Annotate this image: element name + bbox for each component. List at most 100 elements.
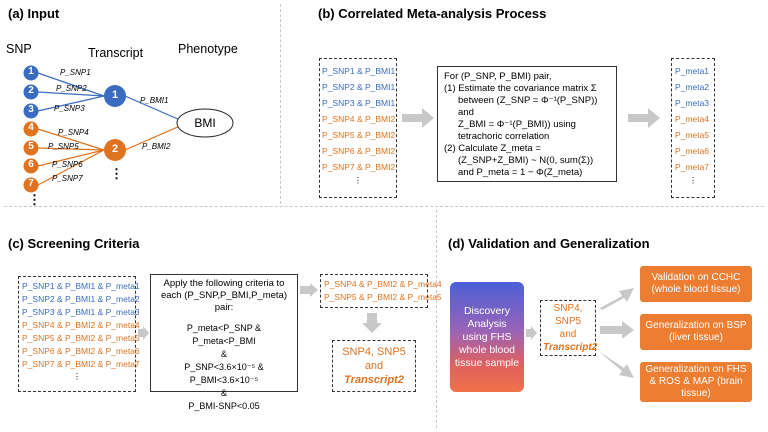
- middle-and: and: [559, 329, 577, 340]
- triple-item: P_SNP6 & P_BMI2 & P_meta6: [22, 346, 140, 356]
- panel-b-title: (b) Correlated Meta-analysis Process: [318, 6, 547, 21]
- edge-label-snp7: P_SNP7: [52, 174, 83, 183]
- meta-item: P_meta7: [675, 162, 710, 172]
- edge-bmi2: [124, 125, 181, 151]
- triple-list-box: P_SNP1 & P_BMI1 & P_meta1 P_SNP2 & P_BMI…: [18, 276, 140, 392]
- snp-column-label: SNP: [6, 42, 32, 56]
- triple-item: P_SNP2 & P_BMI1 & P_meta2: [22, 294, 140, 304]
- arrow-icon: [628, 108, 660, 128]
- branch-arrows: [600, 288, 634, 378]
- vertical-separator-top: [280, 4, 281, 204]
- arrow-up-icon: [600, 288, 634, 310]
- discovery-box: Discovery Analysis using FHS whole blood…: [450, 282, 524, 392]
- transcript-column-label: Transcript: [88, 46, 144, 60]
- criteria-intro-line1: Apply the following criteria to: [163, 278, 285, 289]
- middle-result-box: SNP4, SNP5 and Transcript2: [540, 300, 598, 356]
- bmi-node: [176, 108, 234, 138]
- criterion-1: P_meta<P_SNP & P_meta<P_BMI: [186, 323, 262, 346]
- transcript-node-label-1: 1: [111, 89, 119, 101]
- snp-node-label-1: 1: [28, 66, 34, 77]
- meta-item: P_meta3: [675, 98, 710, 108]
- middle-snps: SNP4, SNP5: [553, 303, 583, 327]
- arrow-icon: [526, 326, 537, 340]
- pair-item: P_SNP1 & P_BMI1: [322, 66, 396, 76]
- criterion-3: P_BMI-SNP<0.05: [188, 401, 260, 411]
- snp-node-7: [23, 177, 39, 193]
- edge-snp2: [37, 91, 105, 97]
- edge-label-snp3: P_SNP3: [54, 104, 85, 113]
- edge-snp7: [37, 149, 105, 186]
- pair-item: P_SNP6 & P_BMI2: [322, 146, 396, 156]
- edge-snp4: [37, 128, 105, 151]
- snp-ellipsis: ⋮: [28, 192, 41, 207]
- process-box: For (P_SNP, P_BMI) pair, (1) Estimate th…: [437, 66, 617, 182]
- transcript-node-1: [104, 85, 126, 107]
- pair-ellipsis: ⋮: [353, 175, 363, 185]
- passed-pairs-box: P_SNP4 & P_BMI2 & P_meta4 P_SNP5 & P_BMI…: [320, 274, 442, 308]
- process-step2: (2) Calculate Z_meta =: [444, 143, 541, 154]
- process-step1-line3: Z_BMI = Φ⁻¹(P_BMI)) using: [458, 119, 576, 130]
- edge-snp3: [37, 95, 105, 112]
- transcript-ellipsis: ⋮: [110, 166, 123, 181]
- snp-node-2: [23, 84, 39, 100]
- process-step2-line2: (Z_SNP+Z_BMI) ~ N(0, sum(Σ)): [458, 155, 594, 166]
- result-box: SNP4, SNP5 and Transcript2: [332, 340, 416, 392]
- edge-label-bmi2: P_BMI2: [142, 142, 171, 151]
- pair-item: P_SNP5 & P_BMI2: [322, 130, 396, 140]
- vertical-separator-bottom: [436, 210, 437, 428]
- meta-item: P_meta5: [675, 130, 710, 140]
- edge-snp6: [37, 149, 105, 167]
- pair-item: P_SNP7 & P_BMI2: [322, 162, 396, 172]
- generalization-brain-box: Generalization on FHS & ROS & MAP (brain…: [640, 362, 752, 402]
- triple-item: P_SNP7 & P_BMI2 & P_meta7: [22, 359, 140, 369]
- process-step2-line3: and P_meta = 1 − Φ(Z_meta): [458, 167, 583, 178]
- triple-item: P_SNP3 & P_BMI1 & P_meta3: [22, 307, 140, 317]
- arrow-icon: [138, 326, 149, 340]
- criterion-2: P_SNP<3.6×10⁻⁵ & P_BMI<3.6×10⁻⁵: [184, 362, 264, 385]
- generalization-bsp-box: Generalization on BSP (liver tissue): [640, 314, 752, 350]
- edge-bmi1: [124, 95, 181, 121]
- arrow-down-icon: [600, 352, 634, 378]
- pair-list-box: P_SNP1 & P_BMI1 P_SNP2 & P_BMI1 P_SNP3 &…: [319, 58, 397, 198]
- passed-item: P_SNP5 & P_BMI2 & P_meta5: [324, 292, 442, 302]
- phenotype-column-label: Phenotype: [178, 42, 238, 56]
- meta-item: P_meta6: [675, 146, 710, 156]
- result-snps: SNP4, SNP5: [342, 346, 406, 358]
- arrow-right-icon: [600, 321, 634, 339]
- meta-item: P_meta2: [675, 82, 710, 92]
- arrow-icon: [300, 283, 318, 297]
- edge-snp1: [37, 72, 105, 97]
- snp-node-label-4: 4: [28, 122, 34, 133]
- edge-snp5: [37, 147, 105, 151]
- transcript-node-label-2: 2: [111, 143, 119, 155]
- pair-item: P_SNP3 & P_BMI1: [322, 98, 396, 108]
- bmi-node-label: BMI: [194, 116, 216, 130]
- panel-a-title: (a) Input: [8, 6, 60, 21]
- snp-node-4: [23, 121, 39, 137]
- edge-label-snp4: P_SNP4: [58, 128, 89, 137]
- process-intro: For (P_SNP, P_BMI) pair,: [444, 71, 552, 82]
- snp-node-label-7: 7: [28, 178, 34, 189]
- process-step1: (1) Estimate the covariance matrix Σ: [444, 83, 597, 94]
- pair-item: P_SNP2 & P_BMI1: [322, 82, 396, 92]
- meta-item: P_meta1: [675, 66, 710, 76]
- process-step1-line2: between (Z_SNP = Φ⁻¹(P_SNP)) and: [458, 95, 598, 118]
- panel-d-title: (d) Validation and Generalization: [448, 236, 650, 251]
- snp-node-3: [23, 103, 39, 119]
- pair-item: P_SNP4 & P_BMI2: [322, 114, 396, 124]
- snp-node-label-6: 6: [28, 159, 34, 170]
- criterion-and-1: &: [220, 349, 227, 359]
- meta-list-box: P_meta1 P_meta2 P_meta3 P_meta4 P_meta5 …: [671, 58, 715, 198]
- process-step1-line4: tetrachoric correlation: [458, 131, 550, 142]
- snp-node-label-2: 2: [28, 85, 34, 96]
- middle-transcript: Transcript2: [543, 342, 598, 353]
- down-arrow-icon: [362, 313, 382, 333]
- arrow-icon: [402, 108, 434, 128]
- meta-ellipsis: ⋮: [688, 175, 698, 185]
- network-graph: [23, 65, 234, 193]
- panel-c-title: (c) Screening Criteria: [8, 236, 140, 251]
- horizontal-separator: [4, 206, 764, 207]
- triple-item: P_SNP1 & P_BMI1 & P_meta1: [22, 281, 140, 291]
- validation-cchc-box: Validation on CCHC (whole blood tissue): [640, 266, 752, 302]
- edge-label-snp5: P_SNP5: [48, 142, 79, 151]
